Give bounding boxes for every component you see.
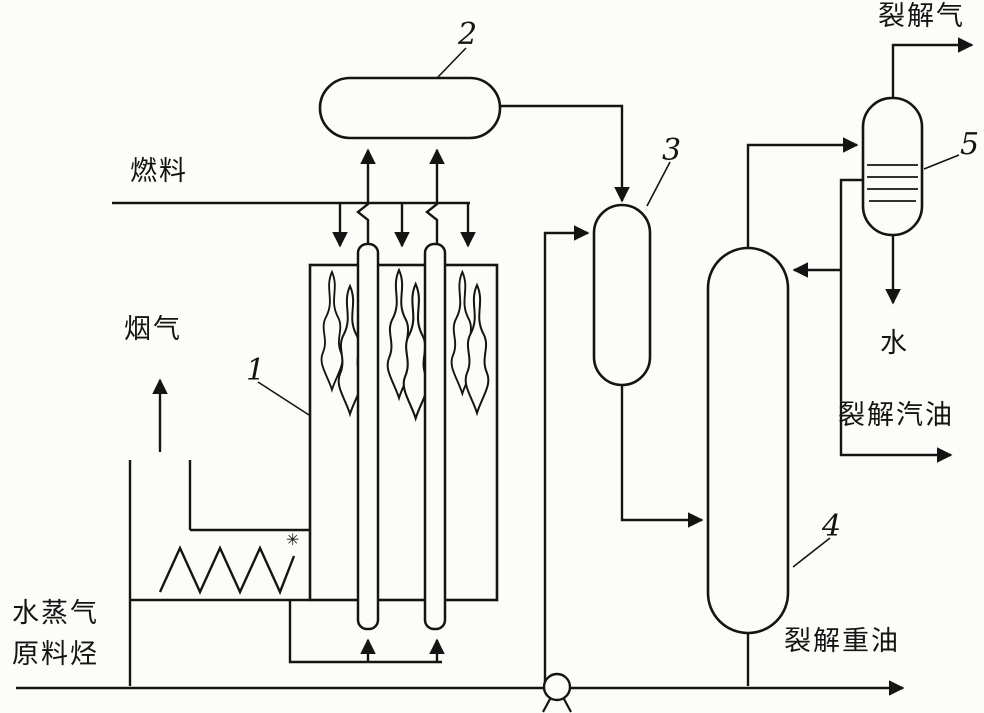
label-cracked-gas: 裂解气 [878, 1, 965, 32]
cracking-coil-right [423, 242, 447, 631]
column3-bottoms-line [620, 385, 704, 528]
bottoms-pump [542, 672, 572, 713]
equipment-number-2: 2 [458, 17, 478, 52]
coil-riser-left [356, 148, 376, 244]
process-pipes [16, 37, 974, 696]
leader-1 [257, 381, 310, 416]
label-flue-gas: 烟气 [124, 314, 182, 345]
coil-feed-header [288, 600, 442, 664]
quench-column-3 [592, 203, 652, 387]
steam-drum-2 [318, 76, 502, 140]
economizer-mark: ✳ [286, 530, 300, 549]
equipment-number-1: 1 [246, 353, 266, 388]
equipment-number-4: 4 [822, 509, 842, 544]
fractionator-overhead-line [746, 137, 859, 248]
leader-3 [646, 161, 671, 207]
label-cracked-gasoline: 裂解汽油 [838, 400, 954, 431]
drum-to-column3-line [500, 104, 630, 203]
leader-5 [923, 154, 960, 170]
cracked-gasoline-line [839, 178, 953, 463]
leader-2 [437, 47, 467, 78]
number-leaders [257, 47, 960, 568]
leader-4 [792, 537, 831, 568]
cracking-furnace [308, 242, 499, 631]
label-feed-hydrocarbon: 原料烃 [12, 639, 99, 670]
label-steam: 水蒸气 [12, 598, 99, 629]
equipment-number-5: 5 [960, 127, 980, 162]
pump-icon [542, 672, 572, 702]
pump-recycle-line [543, 225, 590, 686]
equipment-number-3: 3 [662, 133, 682, 168]
cracked-gas-line [891, 37, 974, 98]
separator-5 [861, 96, 924, 237]
pump-legs [542, 698, 572, 713]
cracking-coil-left [356, 242, 380, 631]
label-fuel: 燃料 [130, 156, 188, 187]
fractionator-4 [706, 246, 790, 635]
label-water: 水 [880, 328, 909, 359]
coil-riser-right [425, 148, 445, 244]
separator-shell [861, 96, 924, 237]
label-cracked-heavy-oil: 裂解重油 [784, 626, 900, 657]
economizer-coil [158, 545, 296, 596]
separator-liquid-lines [867, 164, 918, 202]
